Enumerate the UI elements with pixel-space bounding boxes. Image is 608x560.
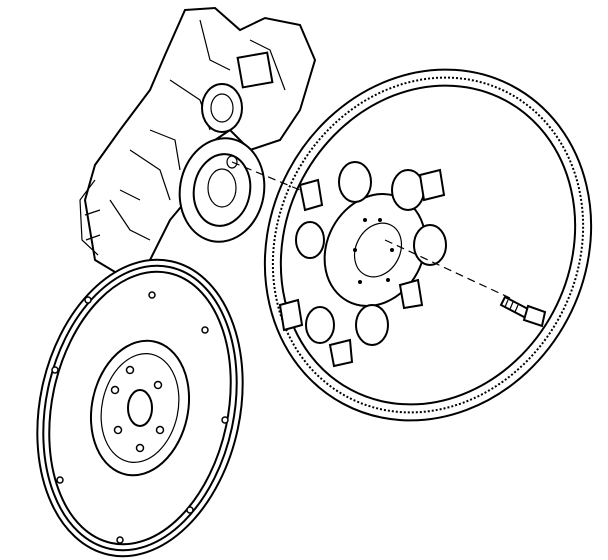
flywheel	[36, 258, 244, 558]
crankshaft-flange	[178, 137, 266, 243]
engine-block	[79, 6, 317, 277]
flexplate-bolt	[499, 295, 547, 328]
flexplate	[263, 68, 593, 422]
alignment-line	[384, 239, 511, 299]
